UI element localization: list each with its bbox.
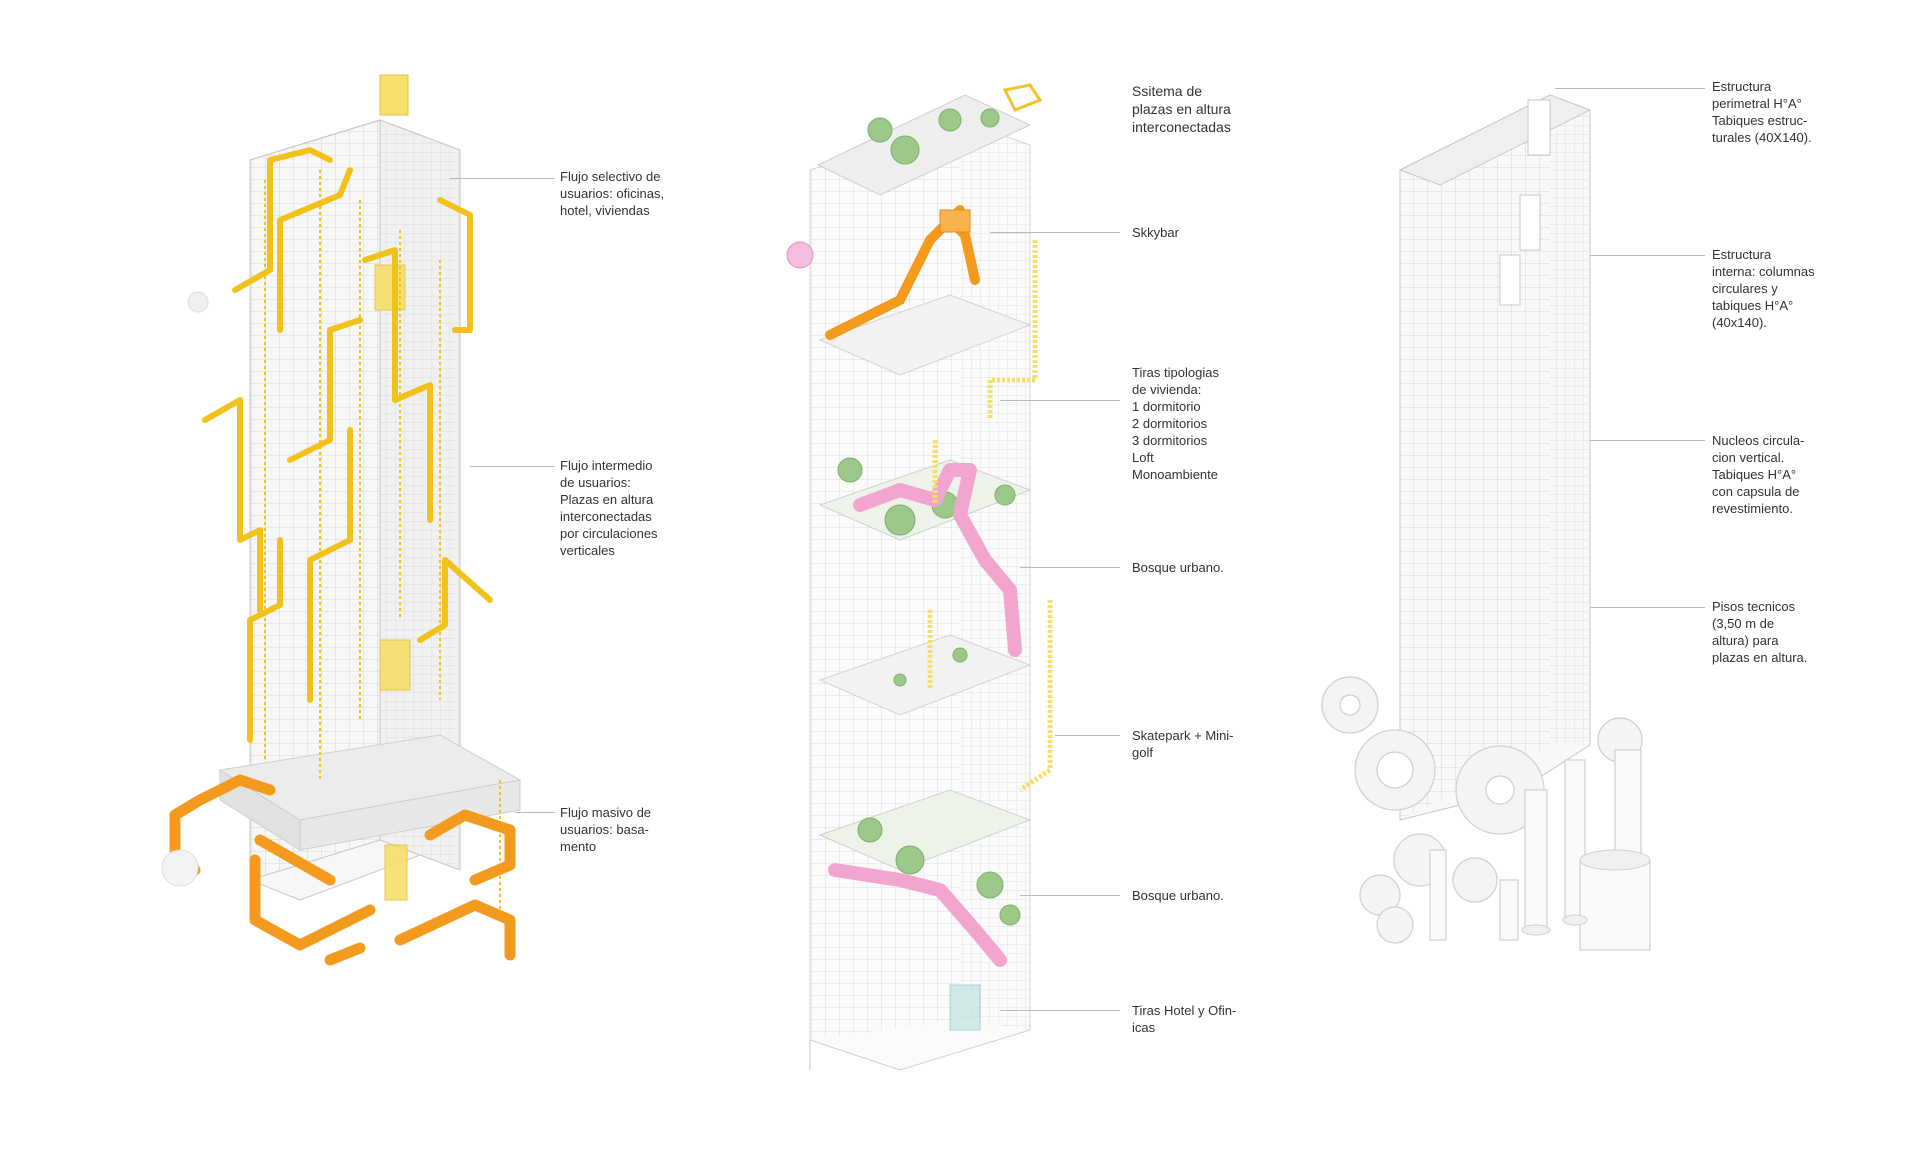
label-flujo-selectivo: Flujo selectivo de usuarios: oficinas, h…	[560, 169, 665, 218]
label-sistema-plazas-title: Ssitema de plazas en altura interconecta…	[1132, 83, 1231, 135]
label-skybar: Skkybar	[1132, 225, 1179, 240]
label-nucleos-circulacion: Nucleos circula- cion vertical. Tabiques…	[1712, 433, 1805, 516]
label-flujo-masivo: Flujo masivo de usuarios: basa- mento	[560, 805, 652, 854]
label-bosque-urbano-2: Bosque urbano.	[1132, 888, 1224, 903]
leader-line-selective	[450, 178, 555, 179]
tower-structure	[1321, 94, 1651, 951]
label-estructura-interna: Estructura interna: columnas circulares …	[1712, 247, 1815, 330]
leader-line-nucleos	[1590, 440, 1705, 441]
tower-flows	[161, 74, 522, 966]
label-skatepark-minigolf: Skatepark + Mini- golf	[1132, 728, 1234, 760]
leader-line-skatepark	[1055, 735, 1120, 736]
leader-line-perimetral	[1555, 88, 1705, 89]
leader-line-hotel	[1000, 1010, 1120, 1011]
leader-line-bosque-1	[1020, 567, 1120, 568]
leader-line-pisos	[1590, 607, 1705, 608]
label-tiras-tipologias: Tiras tipologias de vivienda: 1 dormitor…	[1132, 365, 1219, 482]
leader-line-bosque-2	[1020, 895, 1120, 896]
leader-line-intermediate	[470, 466, 555, 467]
leader-line-skybar	[990, 232, 1120, 233]
label-estructura-perimetral: Estructura perimetral H°A° Tabiques estr…	[1712, 79, 1812, 145]
label-tiras-hotel-oficinas: Tiras Hotel y Ofin- icas	[1132, 1003, 1237, 1035]
leader-line-interna	[1590, 255, 1705, 256]
label-bosque-urbano-1: Bosque urbano.	[1132, 560, 1224, 575]
leader-line-massive	[515, 812, 555, 813]
label-flujo-intermedio: Flujo intermedio de usuarios: Plazas en …	[560, 458, 658, 558]
tower-program	[786, 83, 1053, 1071]
label-pisos-tecnicos: Pisos tecnicos (3,50 m de altura) para p…	[1712, 599, 1808, 665]
leader-line-tipologias	[1000, 400, 1120, 401]
